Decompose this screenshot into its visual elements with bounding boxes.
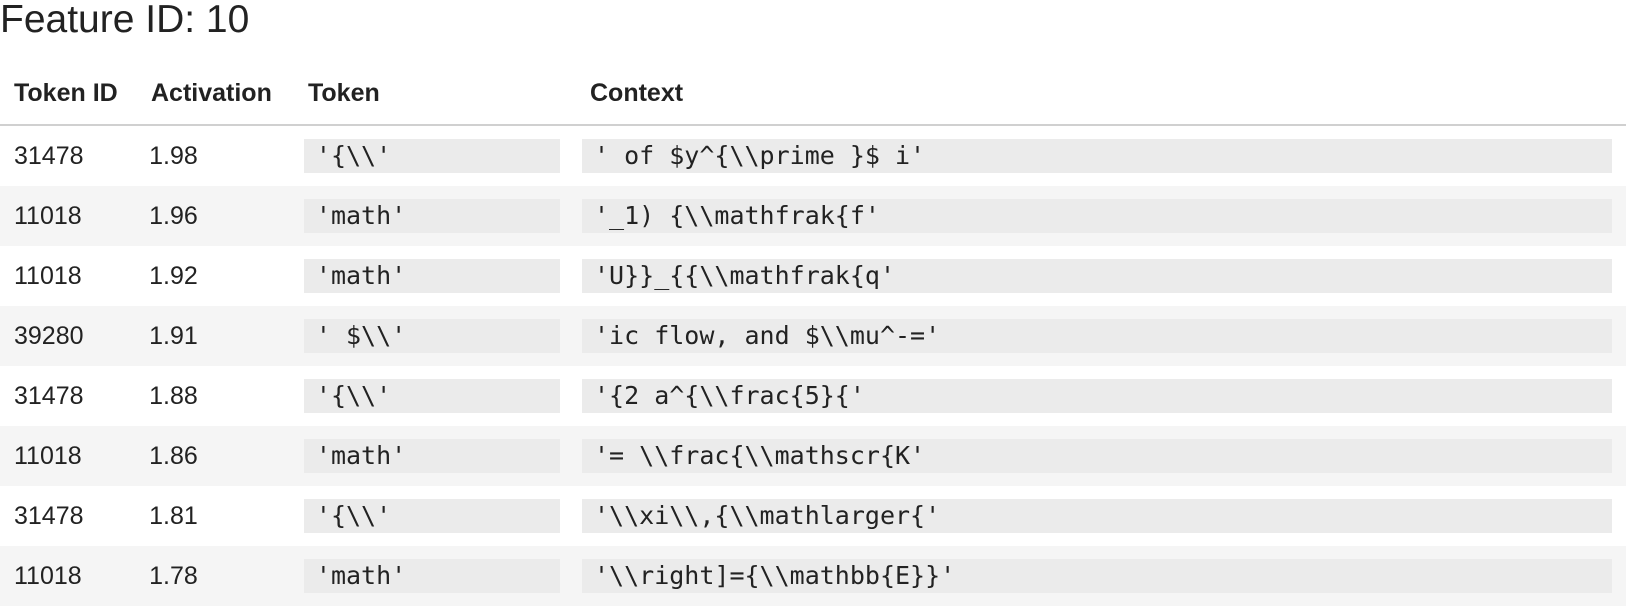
context-code: '{2 a^{\\frac{5}{' bbox=[581, 379, 1612, 413]
table-row: 11018 1.96 'math' '_1) {\\mathfrak{f' bbox=[0, 186, 1626, 246]
feature-activations-table: Token ID Activation Token Context 31478 … bbox=[0, 62, 1626, 606]
token-id-cell: 31478 bbox=[14, 141, 84, 170]
table-row: 11018 1.78 'math' '\\right]={\\mathbb{E}… bbox=[0, 546, 1626, 606]
token-code: 'math' bbox=[303, 559, 560, 593]
context-code: 'U}}_{{\\mathfrak{q' bbox=[581, 259, 1612, 293]
activation-cell: 1.81 bbox=[149, 501, 198, 530]
token-code: '{\\' bbox=[303, 499, 560, 533]
activation-cell: 1.96 bbox=[149, 201, 198, 230]
table-row: 11018 1.92 'math' 'U}}_{{\\mathfrak{q' bbox=[0, 246, 1626, 306]
activation-cell: 1.92 bbox=[149, 261, 198, 290]
token-id-cell: 39280 bbox=[14, 321, 84, 350]
context-code: '= \\frac{\\mathscr{K' bbox=[581, 439, 1612, 473]
token-code: '{\\' bbox=[303, 379, 560, 413]
table-header-row: Token ID Activation Token Context bbox=[0, 62, 1626, 126]
table-row: 31478 1.98 '{\\' ' of $y^{\\prime }$ i' bbox=[0, 126, 1626, 186]
activation-cell: 1.91 bbox=[149, 321, 198, 350]
header-activation: Activation bbox=[151, 78, 272, 107]
token-id-cell: 11018 bbox=[14, 201, 82, 230]
context-code: 'ic flow, and $\\mu^-=' bbox=[581, 319, 1612, 353]
header-token-id: Token ID bbox=[14, 78, 118, 107]
token-id-cell: 11018 bbox=[14, 261, 82, 290]
context-code: '\\right]={\\mathbb{E}}' bbox=[581, 559, 1612, 593]
context-code: '_1) {\\mathfrak{f' bbox=[581, 199, 1612, 233]
activation-cell: 1.78 bbox=[149, 561, 198, 590]
table-row: 39280 1.91 ' $\\' 'ic flow, and $\\mu^-=… bbox=[0, 306, 1626, 366]
activation-cell: 1.86 bbox=[149, 441, 198, 470]
context-code: '\\xi\\,{\\mathlarger{' bbox=[581, 499, 1612, 533]
table-row: 31478 1.81 '{\\' '\\xi\\,{\\mathlarger{' bbox=[0, 486, 1626, 546]
token-code: ' $\\' bbox=[303, 319, 560, 353]
token-id-cell: 31478 bbox=[14, 501, 84, 530]
token-code: 'math' bbox=[303, 199, 560, 233]
table-row: 31478 1.88 '{\\' '{2 a^{\\frac{5}{' bbox=[0, 366, 1626, 426]
header-token: Token bbox=[308, 78, 380, 107]
token-id-cell: 31478 bbox=[14, 381, 84, 410]
activation-cell: 1.98 bbox=[149, 141, 198, 170]
activation-cell: 1.88 bbox=[149, 381, 198, 410]
context-code: ' of $y^{\\prime }$ i' bbox=[581, 139, 1612, 173]
page-title: Feature ID: 10 bbox=[0, 0, 250, 41]
token-code: '{\\' bbox=[303, 139, 560, 173]
token-code: 'math' bbox=[303, 259, 560, 293]
table-row: 11018 1.86 'math' '= \\frac{\\mathscr{K' bbox=[0, 426, 1626, 486]
header-context: Context bbox=[590, 78, 684, 107]
token-code: 'math' bbox=[303, 439, 560, 473]
token-id-cell: 11018 bbox=[14, 561, 82, 590]
token-id-cell: 11018 bbox=[14, 441, 82, 470]
